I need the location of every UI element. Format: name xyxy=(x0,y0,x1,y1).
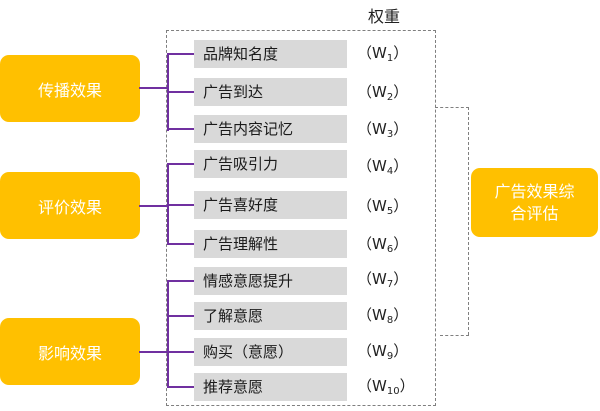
weight-subscript: 8 xyxy=(386,315,394,326)
weight-subscript: 9 xyxy=(386,351,394,362)
weight-label: （W8） xyxy=(357,304,408,326)
metric-box-ad-reach: 广告到达 xyxy=(194,78,347,106)
group-bracket-line xyxy=(167,280,169,388)
weight-close-paren: ） xyxy=(393,235,409,253)
weight-subscript: 5 xyxy=(386,206,394,217)
metric-connector xyxy=(168,91,194,93)
weight-subscript: 1 xyxy=(386,53,394,64)
metric-box-content-recall: 广告内容记忆 xyxy=(194,115,347,143)
result-bracket-vertical xyxy=(468,107,469,335)
weight-subscript: 3 xyxy=(386,129,394,140)
metric-connector xyxy=(168,351,194,353)
metric-connector xyxy=(168,53,194,55)
metric-box-brand-awareness: 品牌知名度 xyxy=(194,40,347,68)
category-box-influence: 影响效果 xyxy=(0,318,140,385)
weight-symbol: W xyxy=(372,44,387,62)
weight-label: （W1） xyxy=(357,42,408,64)
weight-open-paren: （ xyxy=(357,235,373,253)
category-box-communication: 传播效果 xyxy=(0,55,140,122)
weight-label: （W3） xyxy=(357,118,408,140)
weight-label: （W10） xyxy=(357,375,415,397)
category-connector xyxy=(139,351,168,353)
weight-label: （W4） xyxy=(357,155,408,177)
weight-open-paren: （ xyxy=(357,44,373,62)
weight-open-paren: （ xyxy=(357,377,373,395)
category-label: 影响效果 xyxy=(37,343,102,363)
metric-box-purchase-intent: 购买（意愿） xyxy=(194,338,347,366)
result-bracket-top xyxy=(435,107,469,108)
metric-connector xyxy=(168,163,194,165)
weight-subscript: 6 xyxy=(386,244,394,255)
metric-connector xyxy=(168,128,194,130)
weight-open-paren: （ xyxy=(357,157,373,175)
weight-open-paren: （ xyxy=(357,120,373,138)
weight-subscript: 2 xyxy=(386,92,394,103)
weight-column-title: 权重 xyxy=(368,7,401,26)
weight-label: （W9） xyxy=(357,340,408,362)
metric-box-attractiveness: 广告吸引力 xyxy=(194,150,347,178)
weight-symbol: W xyxy=(372,377,387,395)
weight-close-paren: ） xyxy=(393,342,409,360)
weight-label: （W2） xyxy=(357,81,408,103)
metric-box-likability: 广告喜好度 xyxy=(194,191,347,219)
metric-connector xyxy=(168,280,194,282)
weight-symbol: W xyxy=(372,83,387,101)
metric-connector xyxy=(168,243,194,245)
metric-connector xyxy=(168,204,194,206)
weight-close-paren: ） xyxy=(393,120,409,138)
result-bracket-bottom xyxy=(440,335,469,336)
weight-open-paren: （ xyxy=(357,83,373,101)
weight-subscript: 4 xyxy=(386,166,394,177)
category-connector xyxy=(139,205,168,207)
weight-subscript: 7 xyxy=(386,279,394,290)
overall-evaluation-box: 广告效果综合评估 xyxy=(471,168,598,237)
category-connector xyxy=(139,87,168,89)
metric-connector xyxy=(168,386,194,388)
category-label: 传播效果 xyxy=(37,80,102,100)
weight-close-paren: ） xyxy=(399,377,415,395)
weight-close-paren: ） xyxy=(393,306,409,324)
weight-symbol: W xyxy=(372,270,387,288)
weight-open-paren: （ xyxy=(357,270,373,288)
weight-label: （W6） xyxy=(357,233,408,255)
weight-symbol: W xyxy=(372,157,387,175)
weight-symbol: W xyxy=(372,235,387,253)
weight-close-paren: ） xyxy=(393,197,409,215)
metric-box-emotional-intent: 情感意愿提升 xyxy=(194,267,347,295)
metric-box-learn-intent: 了解意愿 xyxy=(194,302,347,330)
weight-symbol: W xyxy=(372,120,387,138)
weight-open-paren: （ xyxy=(357,197,373,215)
overall-evaluation-label: 广告效果综合评估 xyxy=(494,181,575,223)
metric-box-comprehension: 广告理解性 xyxy=(194,230,347,258)
category-label: 评价效果 xyxy=(37,197,102,217)
weight-symbol: W xyxy=(372,342,387,360)
weight-label: （W5） xyxy=(357,195,408,217)
weight-open-paren: （ xyxy=(357,342,373,360)
weight-subscript: 10 xyxy=(386,386,400,397)
weight-open-paren: （ xyxy=(357,306,373,324)
weight-symbol: W xyxy=(372,306,387,324)
weight-close-paren: ） xyxy=(393,83,409,101)
weight-label: （W7） xyxy=(357,268,408,290)
category-box-evaluation: 评价效果 xyxy=(0,172,140,239)
weight-close-paren: ） xyxy=(393,157,409,175)
weight-symbol: W xyxy=(372,197,387,215)
metrics-frame xyxy=(166,30,436,406)
metric-connector xyxy=(168,315,194,317)
metric-box-recommend-intent: 推荐意愿 xyxy=(194,373,347,401)
weight-close-paren: ） xyxy=(393,270,409,288)
weight-close-paren: ） xyxy=(393,44,409,62)
